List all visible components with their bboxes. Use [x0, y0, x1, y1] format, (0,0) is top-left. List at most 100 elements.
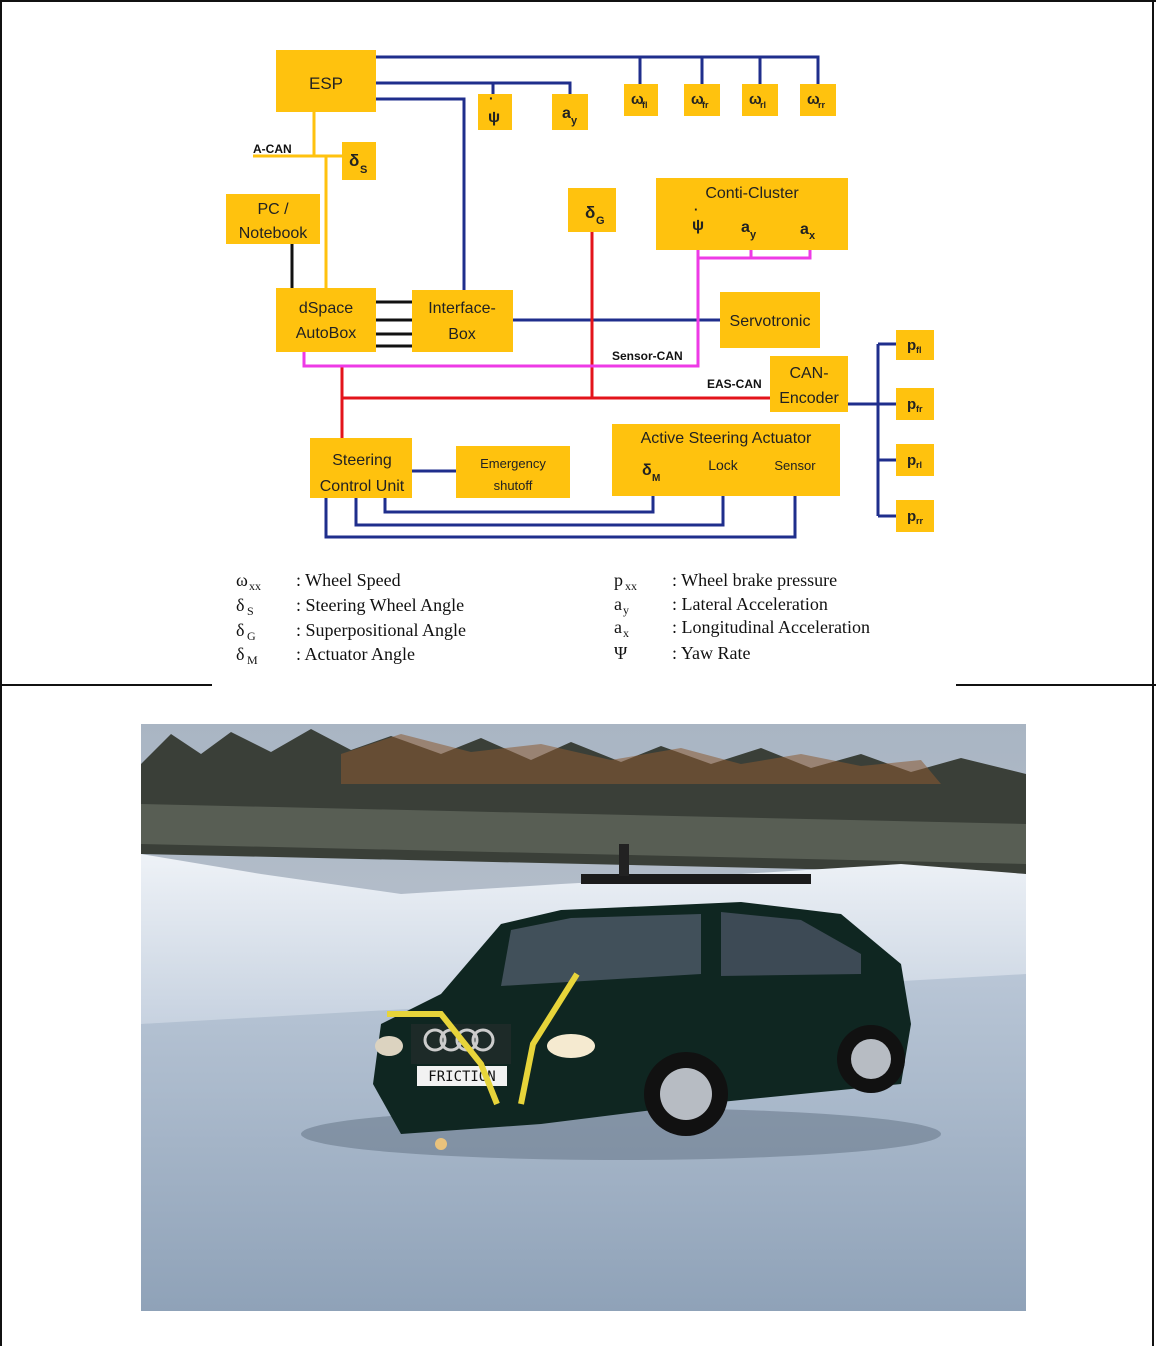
psi-dot-dot: ·	[489, 90, 494, 106]
servotronic-box	[720, 292, 820, 348]
interface-box	[412, 290, 513, 352]
delta-g-box	[568, 188, 616, 232]
steering-line2: Control Unit	[320, 478, 405, 495]
ay-box	[552, 94, 588, 130]
test-vehicle-photo: FRICTION	[141, 724, 1026, 1311]
red-bus-lines	[340, 232, 770, 438]
legend-desc: : Yaw Rate	[672, 643, 751, 663]
ay-label: a	[562, 105, 571, 122]
legend-symbol: Ψ	[614, 643, 628, 663]
legend-symbol: δ	[236, 620, 245, 640]
legend-symbol: δ	[236, 644, 245, 664]
eas-can-label: EAS-CAN	[707, 377, 762, 391]
legend-desc: : Actuator Angle	[296, 644, 415, 664]
conti-ax-sub: x	[809, 230, 816, 242]
side-windows	[721, 912, 861, 976]
esp-interface-line	[376, 97, 466, 290]
w-fr-sub: fr	[702, 100, 709, 110]
legend-sub: xx	[249, 579, 261, 593]
legend-desc: : Steering Wheel Angle	[296, 595, 465, 615]
wheel-speed-fl-box	[624, 84, 658, 116]
dspace-line2: AutoBox	[296, 325, 356, 342]
delta-s-sub: S	[360, 164, 367, 176]
row-divider-right	[956, 684, 1156, 686]
legend-desc: : Lateral Acceleration	[672, 594, 828, 614]
can-line2: Encoder	[779, 390, 839, 407]
legend-symbol: a	[614, 617, 622, 637]
legend-desc: : Wheel Speed	[296, 570, 401, 590]
w-rr-label: ω	[807, 91, 820, 108]
delta-s-label: δ	[349, 151, 359, 170]
esp-wheel-bus	[376, 55, 820, 84]
conti-cluster-box	[656, 178, 848, 250]
p-rr-label: p	[907, 508, 916, 525]
esp-ay-line	[376, 81, 572, 94]
pc-line1: PC /	[257, 201, 289, 218]
p-rr-sub: rr	[916, 516, 924, 526]
can-encoder-box	[770, 356, 848, 412]
p-fl-sub: fl	[916, 345, 922, 355]
emergency-shutoff-box	[456, 446, 570, 498]
legend-sub: S	[247, 604, 254, 618]
conti-ax-label: a	[800, 221, 809, 238]
top-border	[0, 0, 1156, 2]
emergency-line2: shutoff	[494, 478, 533, 493]
w-rl-sub: rl	[760, 100, 766, 110]
headlight	[547, 1034, 595, 1058]
legend-right: p xx : Wheel brake pressure a y : Latera…	[614, 570, 934, 674]
dspace-line1: dSpace	[299, 300, 353, 317]
legend-symbol: ω	[236, 570, 248, 590]
black-lines	[290, 244, 412, 348]
legend-sub: G	[247, 629, 256, 643]
conti-ay-label: a	[741, 219, 750, 236]
legend-symbol: a	[614, 594, 622, 614]
delta-g-sub: G	[596, 215, 605, 227]
legend-left: ω xx : Wheel Speed δ S : Steering Wheel …	[236, 570, 566, 674]
brake-pressure-fl-box	[896, 330, 934, 360]
blue-bus-lines	[324, 55, 896, 539]
emergency-line1: Emergency	[480, 456, 546, 471]
active-steering-actuator-box	[612, 424, 840, 496]
legend-desc: : Wheel brake pressure	[672, 570, 838, 590]
pc-line2: Notebook	[239, 225, 308, 242]
brake-pressure-rr-box	[896, 500, 934, 532]
legend-sub: y	[623, 603, 629, 617]
steering-control-unit-box	[310, 438, 412, 498]
legend-sub: M	[247, 653, 258, 667]
wheel-speed-rl-box	[742, 84, 778, 116]
psi-dot-label: ψ	[488, 109, 500, 126]
row-divider	[0, 684, 212, 686]
diagram-boxes	[226, 50, 934, 532]
actuator-lock: Lock	[708, 457, 739, 473]
wheel-speed-fr-box	[684, 84, 720, 116]
interface-line1: Interface-	[428, 300, 496, 317]
legend-desc: : Longitudinal Acceleration	[672, 617, 870, 637]
w-rl-label: ω	[749, 91, 762, 108]
esp-box	[276, 50, 376, 112]
p-fr-label: p	[907, 396, 916, 413]
test-vehicle-illustration: FRICTION	[141, 724, 1026, 1311]
actuator-delta-label: δ	[642, 462, 652, 479]
actuator-title: Active Steering Actuator	[641, 430, 812, 447]
dspace-autobox	[276, 288, 376, 352]
p-rl-label: p	[907, 452, 916, 469]
sunlit-trees	[341, 734, 941, 784]
actuator-delta-sub: M	[652, 473, 660, 484]
sensor-can-label: Sensor-CAN	[612, 349, 683, 363]
can-line1: CAN-	[789, 365, 828, 382]
wheel-speed-rr-box	[800, 84, 836, 116]
steering-line1: Steering	[332, 452, 392, 469]
conti-psi-dot: ·	[694, 202, 698, 217]
legend-symbol: p	[614, 570, 623, 590]
w-fl-label: ω	[631, 91, 644, 108]
plate-text: FRICTION	[428, 1069, 495, 1085]
p-rl-sub: rl	[916, 460, 922, 470]
p-fr-sub: fr	[916, 404, 923, 414]
windshield	[501, 914, 701, 986]
servotronic-label: Servotronic	[730, 313, 811, 330]
brake-pressure-rl-box	[896, 444, 934, 476]
conti-ay-sub: y	[750, 229, 757, 241]
w-fl-sub: fl	[642, 100, 648, 110]
block-diagram: ESP · ψ a y ω fl ω fr ω rl ω rr δ S PC /…	[226, 50, 934, 539]
